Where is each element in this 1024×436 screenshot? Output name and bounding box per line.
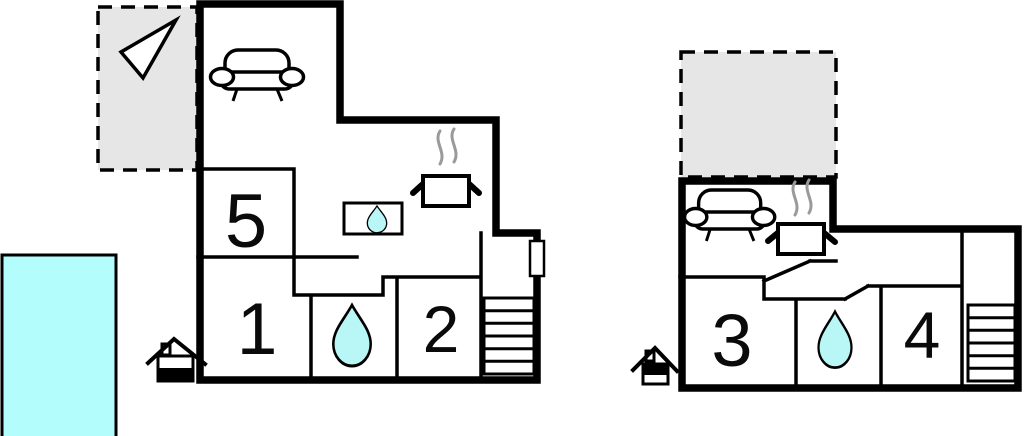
sink-icon [342,201,404,236]
ground-floor-plan: 5 1 2 [96,0,546,384]
terrace-area-right [679,50,838,179]
entrance-house-icon-left [145,336,208,383]
stove-icon-upper [765,178,838,256]
outer-walls-upper [678,177,1022,392]
interior-walls-upper [678,227,964,387]
stove-icon [410,127,482,208]
staircase-icon [482,296,536,376]
room-label-5: 5 [225,179,267,264]
room-label-4: 4 [904,298,941,372]
room-label-2: 2 [423,292,460,366]
sink-drop-icon [366,204,388,234]
outer-walls-ground [196,0,541,384]
entrance-house-icon-right [630,345,680,386]
pool [0,253,118,436]
staircase-icon-upper [966,303,1017,383]
room-label-3: 3 [711,299,752,382]
upper-floor-plan: 3 4 [630,50,1022,392]
terrace-area-left [96,5,199,172]
interior-walls-ground [196,167,483,380]
room-label-1: 1 [237,289,278,370]
north-arrow-icon [118,15,181,82]
door-marker [528,239,546,278]
